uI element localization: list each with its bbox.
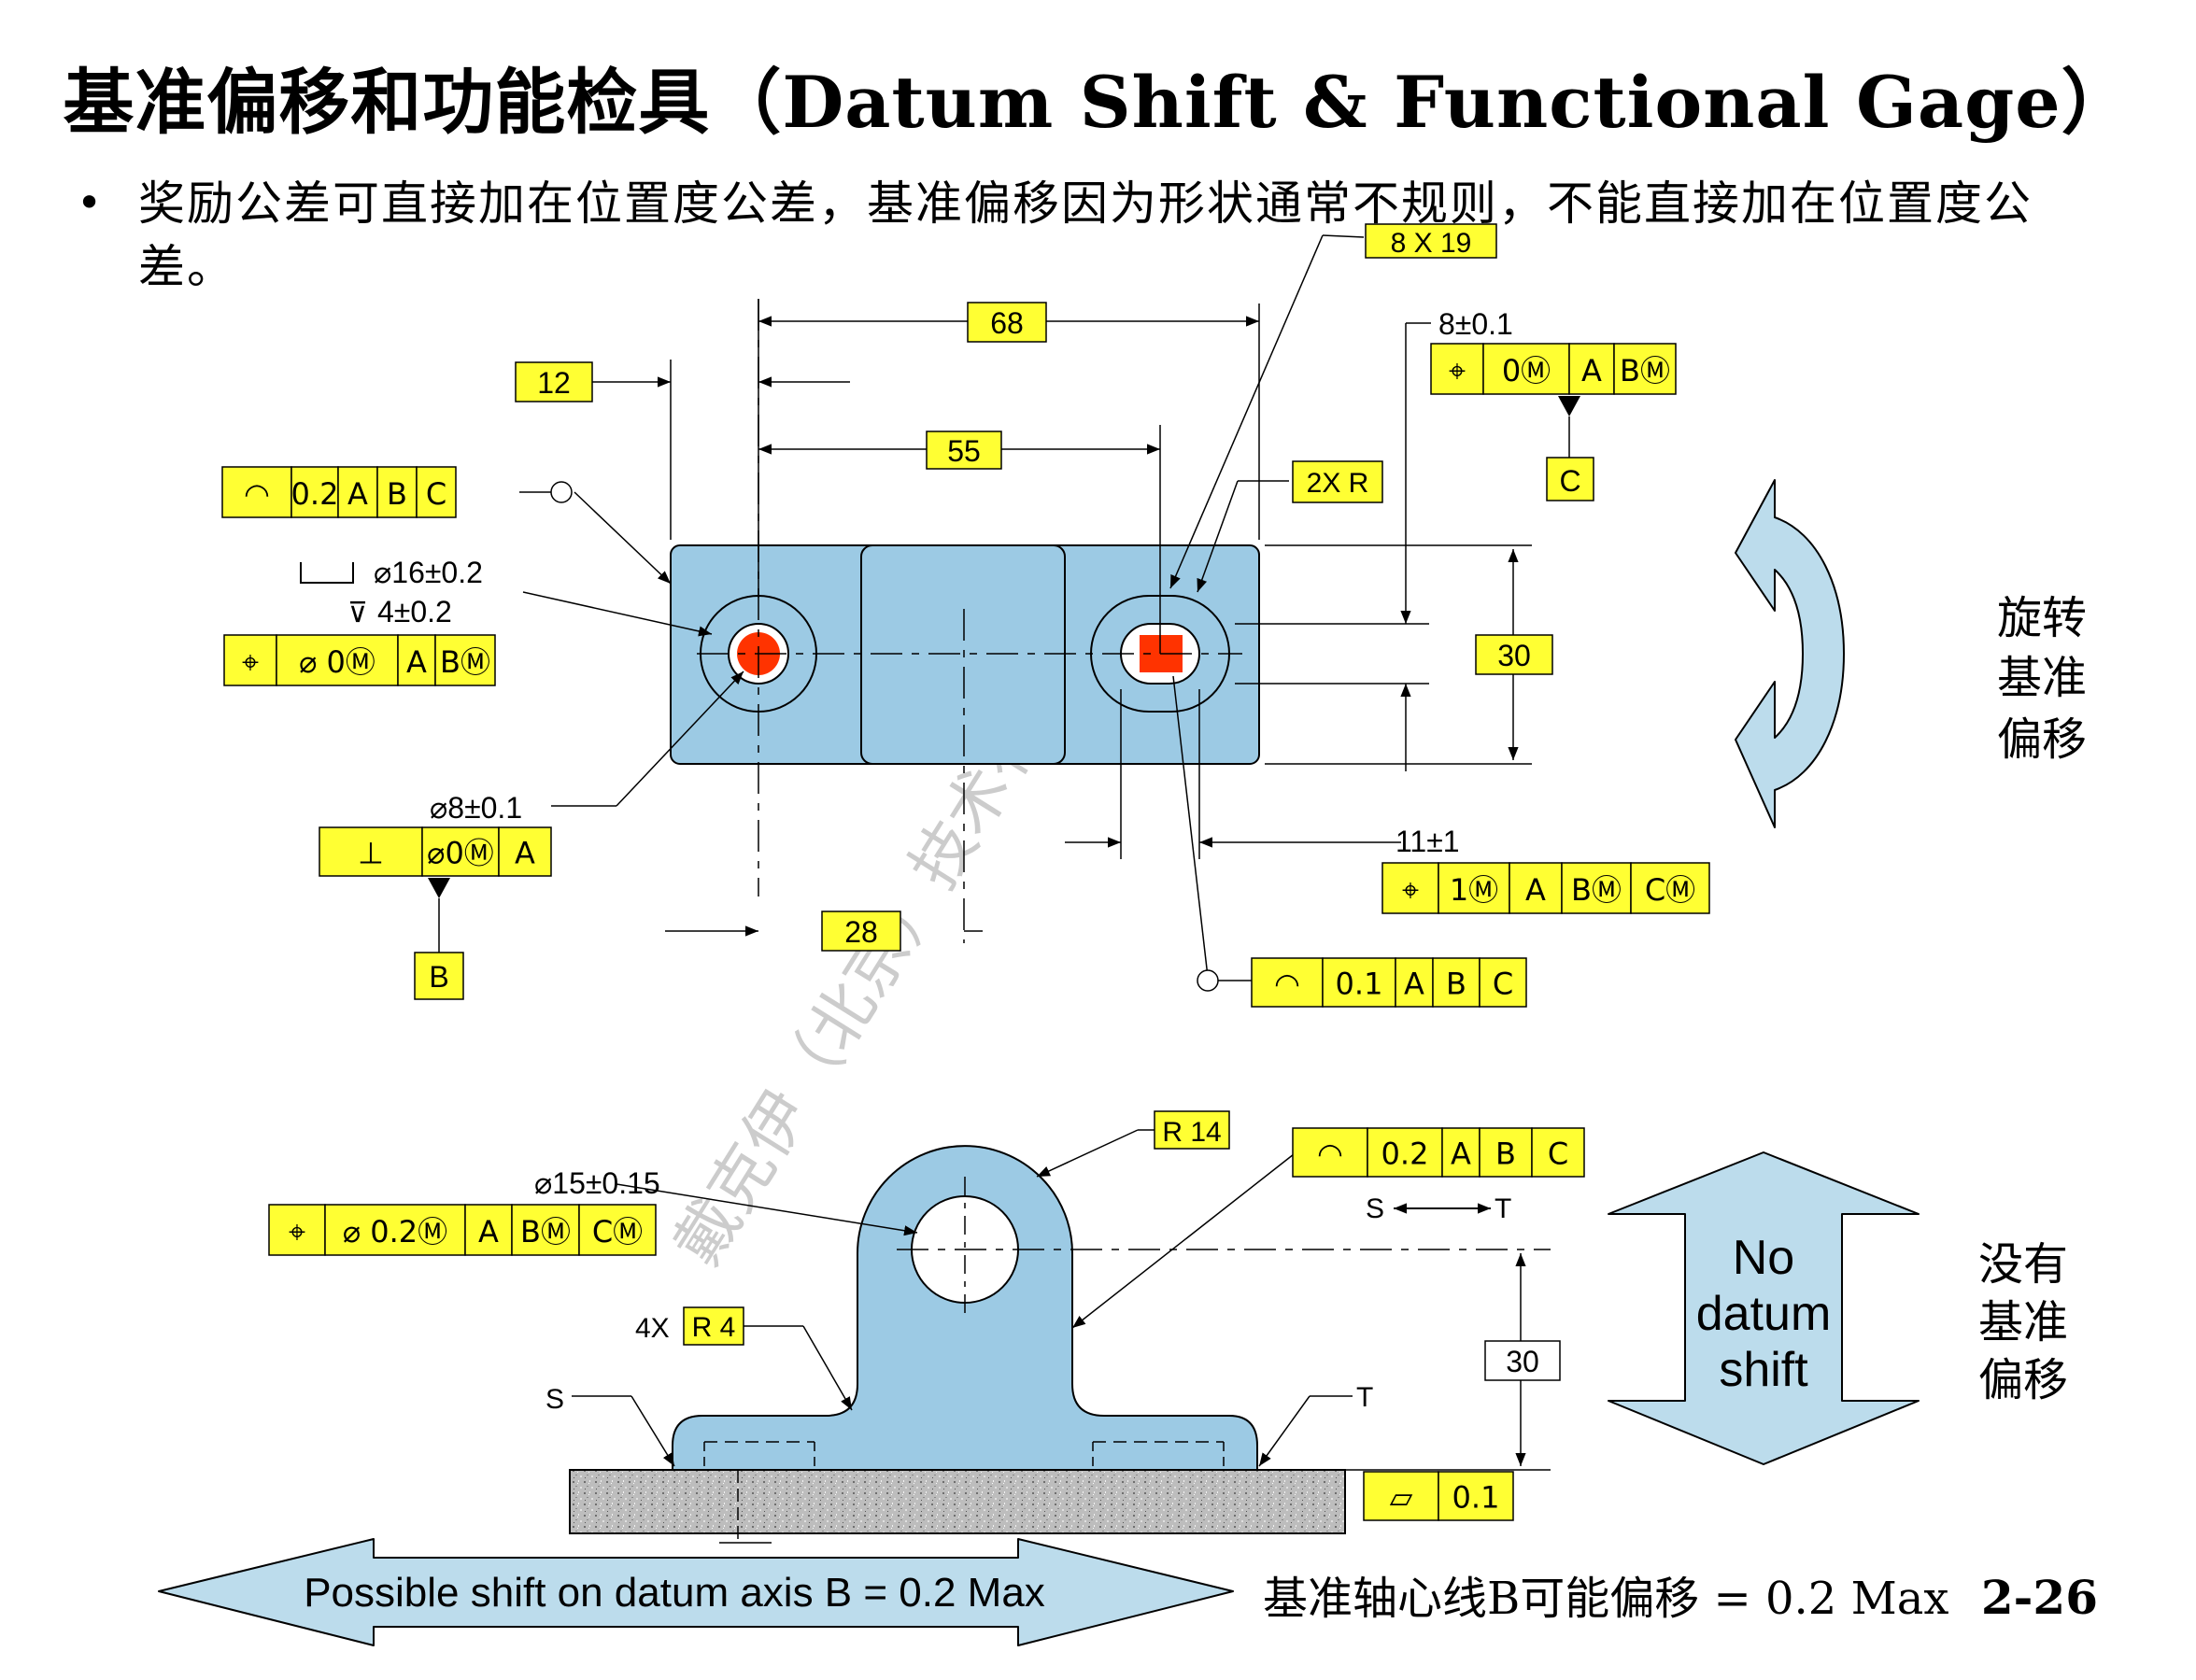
rotate-label-2: 基准: [1997, 652, 2087, 704]
no-shift-1: No: [1733, 1231, 1794, 1285]
fcf-front-profile-cell-3: B: [1495, 1136, 1516, 1171]
fcf-profile-right-cell-2: A: [1404, 966, 1424, 1001]
rotate-label-3: 偏移: [1997, 713, 2087, 766]
datum-b-label: B: [429, 960, 448, 994]
fcf-profile-right-cell-0: ◠: [1274, 966, 1300, 1001]
no-shift-2: datum: [1696, 1287, 1832, 1341]
fcf-pos-slot-top-cell-3: BⓂ: [1620, 353, 1670, 388]
fcf-front-flatness: ▱ 0.1: [1363, 1471, 1514, 1521]
fcf-front-flat-cell-0: ▱: [1390, 1479, 1413, 1515]
fcf-pos-slot-top-cell-0: ⌖: [1449, 353, 1466, 388]
dim-30-front: 30: [1506, 1345, 1539, 1378]
front-view: 30 R 14 ⌀15±0.15 4X R 4 S T S T ⌖ ⌀ 0.2Ⓜ A…: [268, 1110, 1585, 1544]
dim-15-dia: ⌀15±0.15: [534, 1166, 660, 1200]
rotation-arrow: [1735, 479, 1845, 828]
possible-shift-arrow: [158, 1538, 1234, 1646]
bullet-text: 奖励公差可直接加在位置度公差，基准偏移因为形状通常不规则，不能直接加在位置度公差…: [138, 176, 2033, 294]
fcf-profile-right-cell-4: C: [1493, 966, 1513, 1001]
possible-shift-text: Possible shift on datum axis B = 0.2 Max: [304, 1570, 1045, 1616]
fcf-profile-left-cell-4: C: [426, 476, 446, 512]
dim-4-depth: 4±0.2: [377, 595, 452, 628]
no-shift-label-3: 偏移: [1978, 1354, 2068, 1406]
fcf-position-hole: ⌖ ⌀ 0Ⓜ A BⓂ: [223, 634, 496, 686]
dim-2x-r: 2X R: [1307, 468, 1369, 499]
fcf-perp-cell-2: A: [515, 835, 535, 870]
fcf-perp-cell-1: ⌀0Ⓜ: [427, 835, 494, 870]
dim-30-top: 30: [1497, 639, 1531, 672]
no-shift-3: shift: [1719, 1343, 1808, 1397]
dim-68: 68: [990, 306, 1024, 340]
dim-11-tol: 11±1: [1396, 825, 1460, 858]
fcf-perp-cell-0: ⊥: [358, 835, 384, 870]
dim-55: 55: [947, 434, 981, 468]
dim-16-dia: ⌀16±0.2: [374, 556, 483, 589]
no-shift-label-2: 基准: [1978, 1296, 2068, 1348]
fcf-pos-slot-mid-cell-0: ⌖: [1402, 872, 1419, 908]
no-shift-arrow: [1608, 1151, 1920, 1465]
page-number: 2-26: [1981, 1570, 2098, 1625]
fcf-pos-slot-mid-cell-4: CⓂ: [1645, 872, 1695, 908]
fcf-front-position: ⌖ ⌀ 0.2Ⓜ A BⓂ CⓂ: [268, 1204, 657, 1256]
fcf-front-pos-cell-2: A: [478, 1214, 499, 1249]
fcf-profile-right-cell-1: 0.1: [1336, 966, 1383, 1001]
dim-r4: R 4: [692, 1312, 736, 1343]
s-to-t-start: S: [1366, 1193, 1384, 1224]
surface-plate: [569, 1469, 1346, 1534]
fcf-pos-slot-mid-cell-3: BⓂ: [1571, 872, 1622, 908]
fcf-front-pos-cell-3: BⓂ: [520, 1214, 571, 1249]
fcf-front-profile-cell-1: 0.2: [1381, 1136, 1429, 1171]
fcf-pos-slot-top-cell-2: A: [1581, 353, 1602, 388]
fcf-profile-left-cell-0: ◠: [244, 476, 270, 512]
no-shift-label-1: 没有: [1978, 1238, 2068, 1291]
dim-8x19: 8 X 19: [1391, 228, 1472, 259]
fcf-pos-slot-mid-cell-2: A: [1525, 872, 1546, 908]
label-t: T: [1356, 1382, 1373, 1413]
top-view: 68 55 12 30 28 8 X 19 2X R 8±0.1 11±1 ⌀1…: [221, 223, 1710, 1008]
fcf-position-slot-top: ⌖ 0Ⓜ A BⓂ: [1430, 343, 1677, 395]
fcf-perpendicularity: ⊥ ⌀0Ⓜ A: [319, 826, 552, 877]
fcf-pos-hole-cell-1: ⌀ 0Ⓜ: [299, 644, 375, 680]
fcf-profile-right-cell-3: B: [1446, 966, 1466, 1001]
fcf-profile-left-cell-1: 0.2: [291, 476, 339, 512]
label-s: S: [545, 1384, 564, 1415]
page-title: 基准偏移和功能检具（Datum Shift & Functional Gage）: [63, 61, 2133, 144]
fcf-front-flat-cell-1: 0.1: [1452, 1479, 1500, 1515]
fcf-profile-left-cell-3: B: [387, 476, 407, 512]
rotate-label-1: 旋转: [1997, 592, 2087, 644]
fcf-front-pos-cell-1: ⌀ 0.2Ⓜ: [343, 1214, 447, 1249]
fcf-pos-hole-cell-0: ⌖: [242, 644, 259, 680]
fcf-profile-left-cell-2: A: [347, 476, 368, 512]
dim-8-tol: 8±0.1: [1438, 307, 1513, 341]
dim-4x: 4X: [635, 1313, 670, 1344]
fcf-pos-slot-top-cell-1: 0Ⓜ: [1502, 353, 1551, 388]
dim-12: 12: [537, 366, 571, 400]
dim-r14: R 14: [1162, 1117, 1221, 1148]
s-to-t-end: T: [1495, 1193, 1511, 1224]
bullet-symbol: •: [77, 177, 103, 228]
fcf-pos-hole-cell-3: BⓂ: [440, 644, 490, 680]
fcf-pos-slot-mid-cell-1: 1Ⓜ: [1450, 872, 1498, 908]
fcf-pos-hole-cell-2: A: [406, 644, 427, 680]
fcf-front-profile-cell-4: C: [1548, 1136, 1568, 1171]
part-boss: [860, 544, 1066, 765]
fcf-front-profile-cell-0: ◠: [1317, 1136, 1343, 1171]
dim-28: 28: [844, 915, 878, 949]
depth-symbol: ⊽: [347, 598, 368, 628]
datum-c-label: C: [1559, 464, 1580, 498]
fcf-front-pos-cell-0: ⌖: [289, 1214, 305, 1249]
fcf-front-profile-cell-2: A: [1451, 1136, 1471, 1171]
fcf-position-slot-mid: ⌖ 1Ⓜ A BⓂ CⓂ: [1381, 862, 1710, 914]
fcf-front-pos-cell-4: CⓂ: [592, 1214, 643, 1249]
dim-8-dia: ⌀8±0.1: [430, 791, 522, 825]
footer-caption: 基准轴心线B可能偏移 = 0.2 Max: [1263, 1573, 1948, 1625]
